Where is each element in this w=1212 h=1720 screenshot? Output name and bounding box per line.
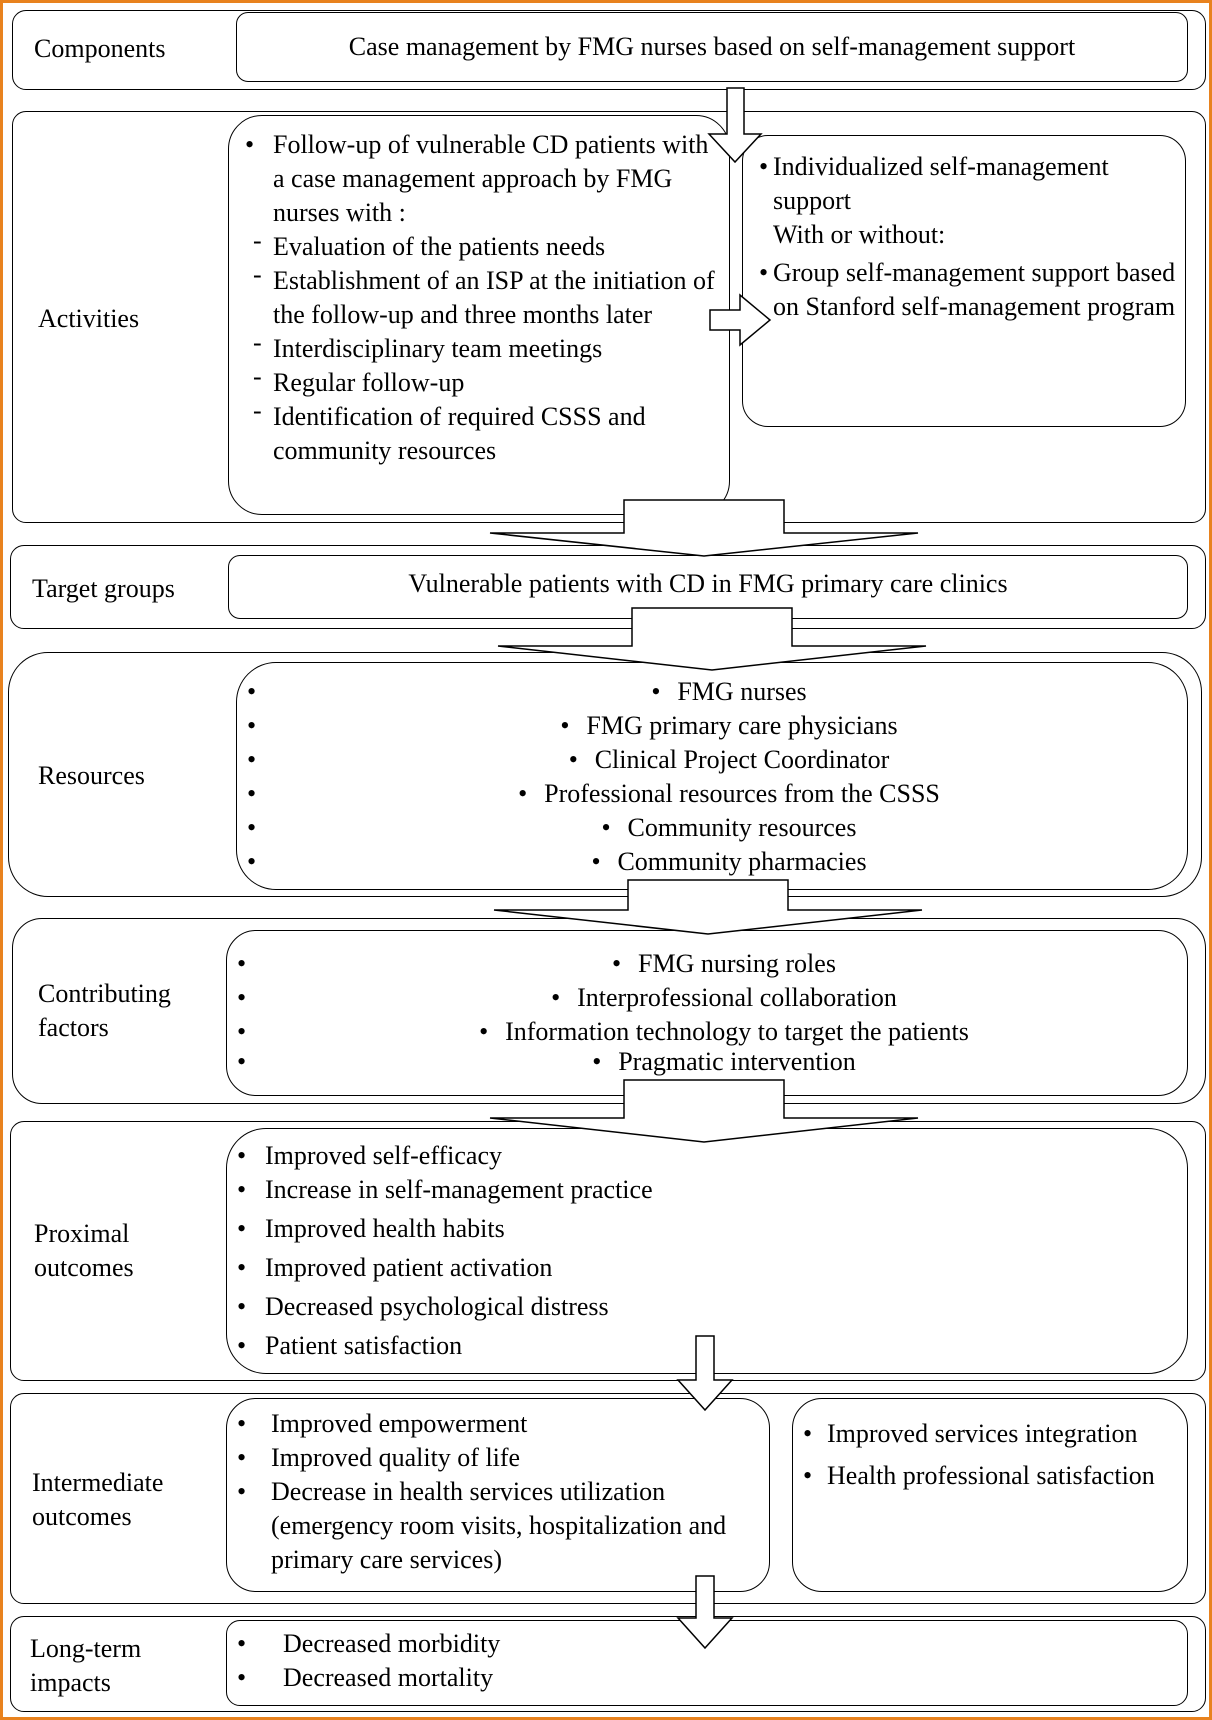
intermediate-outcome-item: Decrease in health services utilization … <box>227 1475 757 1577</box>
contributing-factor-item: •Interprofessional collaboration <box>227 981 1187 1015</box>
activities-side-item: Individualized self-management support <box>749 150 1177 218</box>
components-box: Case management by FMG nurses based on s… <box>236 12 1188 82</box>
activities-sub-item: Regular follow-up <box>235 360 719 400</box>
resource-item: •Community pharmacies <box>237 845 1187 879</box>
intermediate-outcome-item: Improved quality of life <box>227 1441 757 1475</box>
activities-label: Activities <box>38 304 140 333</box>
proximal-outcome-item: Improved patient activation <box>227 1251 1187 1285</box>
resources-box: •FMG nurses •FMG primary care physicians… <box>236 662 1188 890</box>
proximal-outcome-item: Improved health habits <box>227 1212 1187 1246</box>
activities-main-box: Follow-up of vulnerable CD patients with… <box>228 115 730 515</box>
contributing-factors-label: Contributing factors <box>38 979 171 1042</box>
contributing-factor-item: •FMG nursing roles <box>227 947 1187 981</box>
components-label: Components <box>34 34 166 63</box>
intermediate-outcomes-side-box: Improved services integration Health pro… <box>792 1398 1188 1592</box>
activities-side-box: Individualized self-management support W… <box>742 135 1186 427</box>
resource-item: •Clinical Project Coordinator <box>237 743 1187 777</box>
proximal-outcome-item: Improved self-efficacy <box>227 1139 1187 1173</box>
long-term-impact-item: Decreased morbidity <box>227 1627 1187 1661</box>
activities-sub-item: Establishment of an ISP at the initiatio… <box>235 258 719 332</box>
resources-label: Resources <box>38 761 145 790</box>
intermediate-outcomes-box: Improved empowerment Improved quality of… <box>226 1398 770 1592</box>
intermediate-outcomes-label: Intermediate outcomes <box>32 1468 164 1531</box>
long-term-impacts-box: Decreased morbidity Decreased mortality <box>226 1620 1188 1706</box>
activities-side-item: Group self-management support based on S… <box>749 256 1177 324</box>
proximal-outcomes-label: Proximal outcomes <box>34 1219 134 1282</box>
intermediate-outcome-item: Improved empowerment <box>227 1407 757 1441</box>
components-text: Case management by FMG nurses based on s… <box>348 32 1076 61</box>
wide-down-arrow-icon <box>489 499 919 557</box>
down-arrow-icon <box>676 1575 734 1650</box>
wide-down-arrow-icon <box>497 607 927 671</box>
resource-item: •FMG primary care physicians <box>237 709 1187 743</box>
proximal-outcomes-box: Improved self-efficacy Increase in self-… <box>226 1128 1188 1374</box>
resource-item: •Community resources <box>237 811 1187 845</box>
target-groups-text: Vulnerable patients with CD in FMG prima… <box>408 569 1008 598</box>
wide-down-arrow-icon <box>493 879 923 935</box>
long-term-impact-item: Decreased mortality <box>227 1661 1187 1695</box>
long-term-impacts-label: Long-term impacts <box>30 1634 142 1697</box>
wide-down-arrow-icon <box>489 1079 919 1143</box>
activities-sub-item: Interdisciplinary team meetings <box>235 326 719 366</box>
activities-main-item: Follow-up of vulnerable CD patients with… <box>235 128 719 230</box>
down-arrow-icon <box>707 87 763 164</box>
intermediate-outcome-side-item: Improved services integration <box>793 1415 1173 1453</box>
activities-sub-item: Evaluation of the patients needs <box>235 224 719 264</box>
activities-sub-item: Identification of required CSSS and comm… <box>235 394 719 468</box>
contributing-factor-item: •Information technology to target the pa… <box>227 1015 1187 1049</box>
intermediate-outcome-side-item: Health professional satisfaction <box>793 1457 1173 1495</box>
down-arrow-icon <box>676 1335 734 1412</box>
contributing-factor-item: •Pragmatic intervention <box>227 1049 1187 1076</box>
proximal-outcome-item: Increase in self-management practice <box>227 1173 1187 1207</box>
activities-side-connector: With or without: <box>773 220 946 249</box>
resource-item: •Professional resources from the CSSS <box>237 777 1187 811</box>
resource-item: •FMG nurses <box>237 675 1187 709</box>
proximal-outcome-item: Decreased psychological distress <box>227 1290 1187 1324</box>
target-groups-label: Target groups <box>32 574 175 603</box>
right-arrow-icon <box>709 293 772 347</box>
proximal-outcome-item: Patient satisfaction <box>227 1329 1187 1363</box>
